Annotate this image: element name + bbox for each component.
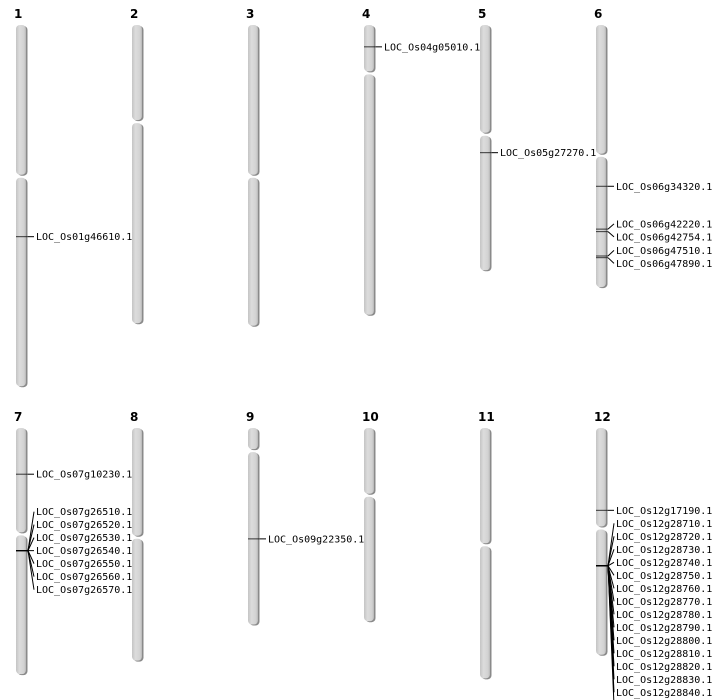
chromosome-2[interactable]: 2: [130, 7, 144, 325]
chromosome-short-arm[interactable]: [480, 25, 490, 133]
locus-label[interactable]: LOC_Os06g47890.1: [616, 259, 712, 270]
chromosome-3[interactable]: 3: [246, 7, 260, 327]
chromosome-long-arm[interactable]: [16, 535, 26, 675]
chromosome-7[interactable]: 7LOC_Os07g10230.1LOC_Os07g26510.1LOC_Os0…: [14, 410, 132, 676]
chromosome-number: 8: [130, 410, 138, 424]
chromosome-number: 12: [594, 410, 611, 424]
locus-label[interactable]: LOC_Os12g28750.1: [616, 571, 712, 582]
locus-label[interactable]: LOC_Os06g42754.1: [616, 232, 712, 243]
locus-label[interactable]: LOC_Os05g27270.1: [500, 148, 596, 159]
chromosome-long-arm[interactable]: [480, 546, 490, 679]
chromosome-short-arm[interactable]: [132, 428, 142, 536]
locus-label[interactable]: LOC_Os12g28760.1: [616, 584, 712, 595]
chromosome-short-arm[interactable]: [364, 428, 374, 494]
chromosome-number: 5: [478, 7, 486, 21]
locus-connector: [607, 561, 615, 567]
locus-connector: [607, 549, 615, 566]
locus-label[interactable]: LOC_Os06g42220.1: [616, 219, 712, 230]
chromosome-short-arm[interactable]: [596, 25, 606, 154]
chromosome-6[interactable]: 6LOC_Os06g34320.1LOC_Os06g42220.1LOC_Os0…: [594, 7, 712, 289]
chromosome-long-arm[interactable]: [132, 123, 142, 324]
locus-label[interactable]: LOC_Os07g26550.1: [36, 559, 132, 570]
locus-connector: [607, 565, 615, 700]
locus-label[interactable]: LOC_Os06g47510.1: [616, 246, 712, 257]
locus-connector: [607, 231, 615, 238]
chromosome-number: 6: [594, 7, 602, 21]
locus-label[interactable]: LOC_Os12g28730.1: [616, 545, 712, 556]
locus-label[interactable]: LOC_Os01g46610.1: [36, 232, 132, 243]
locus-connector: [27, 537, 35, 551]
chromosome-short-arm[interactable]: [480, 428, 490, 544]
chromosome-number: 2: [130, 7, 138, 21]
locus-label[interactable]: LOC_Os07g26540.1: [36, 546, 132, 557]
chromosome-long-arm[interactable]: [248, 452, 258, 625]
locus-label[interactable]: LOC_Os12g28780.1: [616, 610, 712, 621]
locus-label[interactable]: LOC_Os06g34320.1: [616, 182, 712, 193]
locus-label[interactable]: LOC_Os07g10230.1: [36, 470, 132, 481]
chromosome-long-arm[interactable]: [132, 538, 142, 661]
chromosome-number: 3: [246, 7, 254, 21]
chromosome-long-arm[interactable]: [364, 74, 374, 315]
chromosome-short-arm[interactable]: [16, 25, 26, 175]
locus-label[interactable]: LOC_Os12g17190.1: [616, 506, 712, 517]
chromosome-long-arm[interactable]: [480, 135, 490, 271]
chromosome-10[interactable]: 10: [362, 410, 379, 623]
chromosome-number: 11: [478, 410, 495, 424]
chromosome-12[interactable]: 12LOC_Os12g17190.1LOC_Os12g28710.1LOC_Os…: [594, 410, 712, 700]
locus-label[interactable]: LOC_Os12g28710.1: [616, 519, 712, 530]
chromosome-short-arm[interactable]: [16, 428, 26, 533]
chromosome-number: 9: [246, 410, 254, 424]
locus-label[interactable]: LOC_Os07g26560.1: [36, 572, 132, 583]
chromosome-long-arm[interactable]: [248, 177, 258, 326]
locus-connector: [27, 524, 35, 551]
locus-label[interactable]: LOC_Os12g28790.1: [616, 623, 712, 634]
locus-label[interactable]: LOC_Os04g05010.1: [384, 42, 480, 53]
chromosome-short-arm[interactable]: [248, 428, 258, 450]
locus-connector: [607, 249, 615, 257]
chromosome-number: 10: [362, 410, 379, 424]
chromosome-number: 4: [362, 7, 370, 21]
locus-label[interactable]: LOC_Os12g28740.1: [616, 558, 712, 569]
locus-connector: [27, 550, 35, 590]
chromosome-number: 1: [14, 7, 22, 21]
chromosome-11[interactable]: 11: [478, 410, 495, 680]
locus-label[interactable]: LOC_Os12g28800.1: [616, 636, 712, 647]
locus-label[interactable]: LOC_Os09g22350.1: [268, 534, 364, 545]
chromosome-number: 7: [14, 410, 22, 424]
locus-label[interactable]: LOC_Os07g26530.1: [36, 533, 132, 544]
locus-connector: [607, 536, 615, 566]
locus-label[interactable]: LOC_Os07g26520.1: [36, 520, 132, 531]
locus-label[interactable]: LOC_Os07g26570.1: [36, 585, 132, 596]
chromosome-long-arm[interactable]: [364, 496, 374, 622]
chromosome-short-arm[interactable]: [248, 25, 258, 175]
locus-label[interactable]: LOC_Os12g28820.1: [616, 662, 712, 673]
locus-connector: [607, 565, 615, 576]
chromosome-long-arm[interactable]: [596, 156, 606, 288]
chromosome-short-arm[interactable]: [364, 25, 374, 72]
locus-label[interactable]: LOC_Os12g28840.1: [616, 688, 712, 699]
locus-label[interactable]: LOC_Os12g28720.1: [616, 532, 712, 543]
locus-connector: [607, 257, 615, 264]
chromosome-8[interactable]: 8: [130, 410, 144, 662]
chromosome-short-arm[interactable]: [596, 428, 606, 527]
locus-connector: [607, 223, 615, 230]
chromosome-long-arm[interactable]: [16, 177, 26, 387]
locus-label[interactable]: LOC_Os12g28810.1: [616, 649, 712, 660]
chromosome-long-arm[interactable]: [596, 529, 606, 655]
chromosome-short-arm[interactable]: [132, 25, 142, 121]
locus-label[interactable]: LOC_Os07g26510.1: [36, 507, 132, 518]
locus-label[interactable]: LOC_Os12g28770.1: [616, 597, 712, 608]
locus-label[interactable]: LOC_Os12g28830.1: [616, 675, 712, 686]
